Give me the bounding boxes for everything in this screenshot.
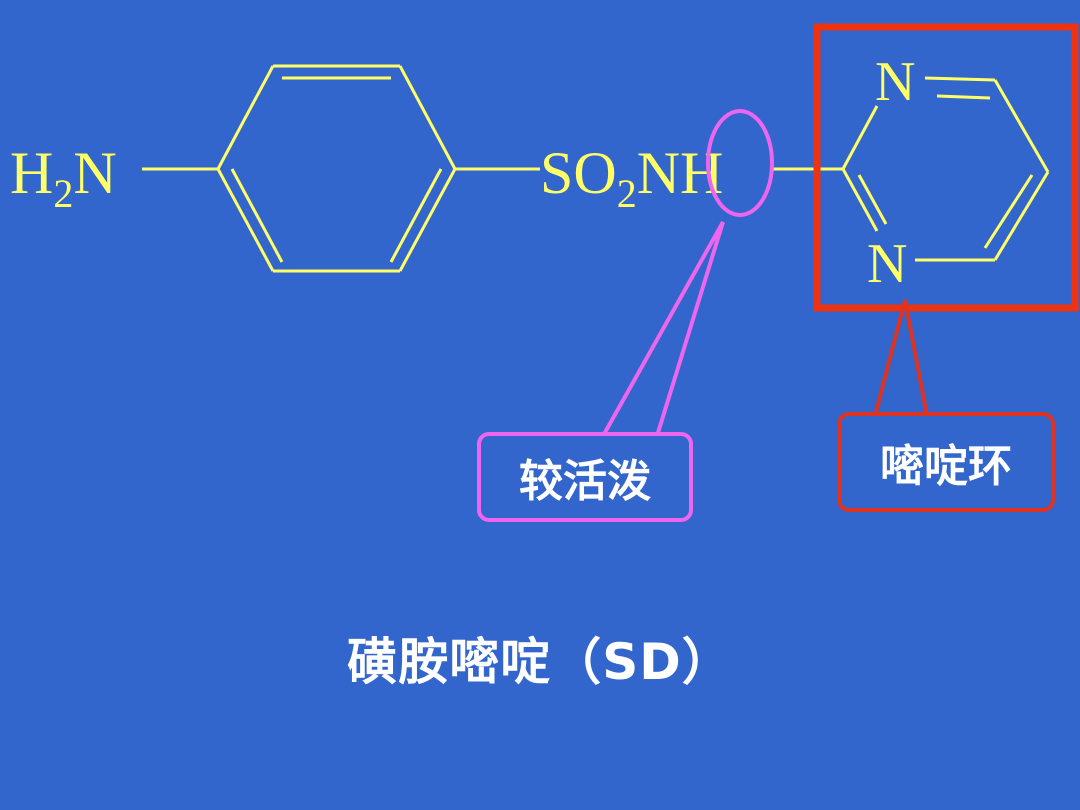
pyrimidine-ring-callout: 嘧啶环 — [837, 412, 1055, 512]
pyrimidine-ring — [841, 76, 1050, 262]
sulfonyl-o: O — [573, 140, 616, 206]
sulfonyl-s: S — [540, 140, 573, 206]
pyrimidine-n-top: N — [875, 51, 915, 113]
active-site-highlight — [706, 109, 774, 217]
active-site-callout: 较活泼 — [477, 432, 693, 522]
pyrimidine-pointer — [873, 299, 929, 417]
compound-caption: 磺胺嘧啶（SD） — [347, 633, 733, 691]
amine-subscript: 2 — [53, 171, 73, 216]
sulfonyl-subscript: 2 — [617, 171, 637, 216]
pyrimidine-n-bottom: N — [867, 233, 907, 295]
amine-h: H — [10, 140, 53, 206]
pyrimidine-highlight-box — [813, 23, 1079, 312]
amine-group-label: H2N — [10, 140, 117, 216]
amine-n: N — [73, 140, 116, 206]
active-site-callout-text: 较活泼 — [519, 456, 651, 507]
pyrimidine-ring-callout-text: 嘧啶环 — [880, 441, 1012, 492]
active-site-pointer — [601, 221, 725, 437]
sulfonamide-group-label: SO2NH — [540, 140, 723, 216]
benzene-ring — [216, 64, 457, 273]
